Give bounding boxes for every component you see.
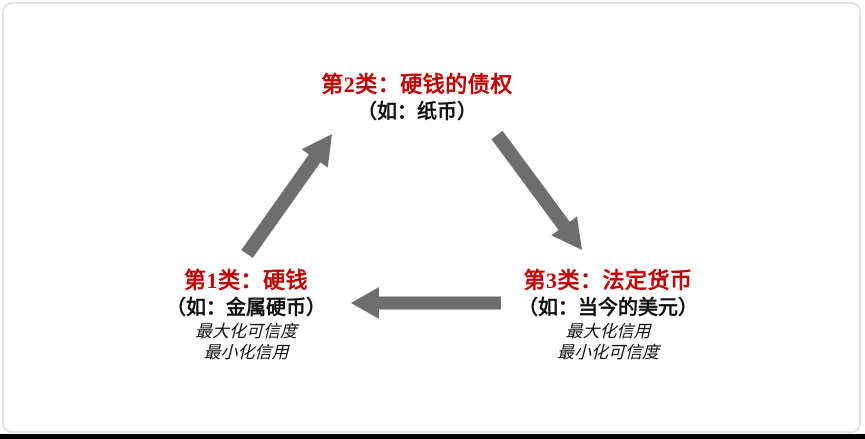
node-type1-example: （如：金属硬币） [166, 297, 326, 319]
arrow-left-icon [351, 287, 501, 319]
node-type3-note-credit: 最大化信用 [565, 322, 651, 341]
arrow-down-right-icon [491, 130, 582, 250]
node-type3-note-credibility: 最小化可信度 [557, 343, 659, 362]
node-type3-title: 第3类：法定货币 [523, 268, 693, 293]
arrow-up-right-icon [241, 134, 332, 258]
node-type1-title: 第1类：硬钱 [183, 268, 308, 293]
diagram-frame: 第2类：硬钱的债权 （如：纸币） 第1类：硬钱 （如：金属硬币） 最大化可信度 … [2, 2, 861, 433]
node-type1-hard-money: 第1类：硬钱 （如：金属硬币） 最大化可信度 最小化信用 [106, 267, 386, 363]
node-type2-claims-on-hard-money: 第2类：硬钱的债权 （如：纸币） [267, 71, 567, 125]
bottom-black-bar [0, 434, 865, 439]
node-type2-title: 第2类：硬钱的债权 [321, 72, 513, 97]
node-type1-note-credit: 最小化信用 [203, 343, 289, 362]
node-type2-example: （如：纸币） [357, 101, 477, 123]
node-type1-note-credibility: 最大化可信度 [195, 322, 297, 341]
cycle-arrows [241, 130, 582, 319]
node-type3-fiat-money: 第3类：法定货币 （如：当今的美元） 最大化信用 最小化可信度 [458, 267, 758, 363]
node-type3-example: （如：当今的美元） [518, 297, 698, 319]
